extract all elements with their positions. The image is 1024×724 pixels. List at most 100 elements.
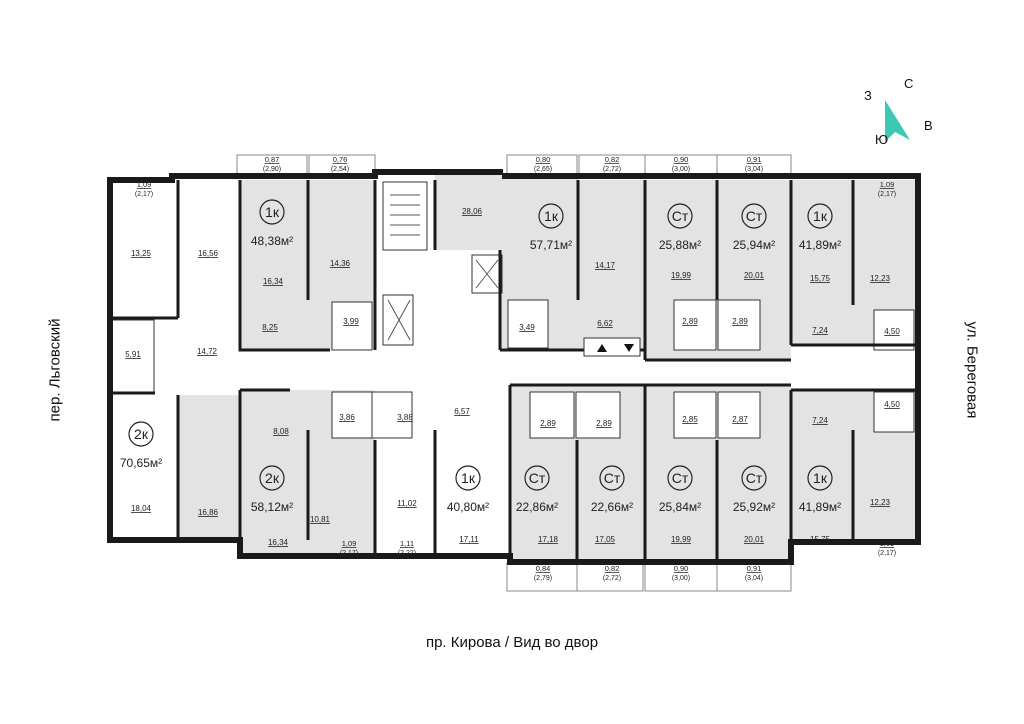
room-area: 2,89 [540, 419, 556, 428]
room-area: 20,01 [744, 535, 765, 544]
apartment-type: 1к [461, 470, 476, 486]
room-area: 3,86 [339, 413, 355, 422]
apartment-area: 25,94м² [733, 238, 775, 252]
room-area: 3,49 [519, 323, 535, 332]
room-area: 17,18 [538, 535, 559, 544]
room-area: 8,08 [273, 427, 289, 436]
apartment-type: Ст [746, 470, 763, 486]
apartment-type-badge [599, 465, 625, 491]
wall [240, 348, 290, 392]
room-area: 7,24 [812, 416, 828, 425]
balcony-area: 0,90 [674, 155, 689, 164]
apartment-area: 48,38м² [251, 234, 293, 248]
room-area: 10,81 [310, 515, 331, 524]
balcony-area-total: (2,72) [603, 166, 621, 173]
apartment-area: 40,80м² [447, 500, 489, 514]
apartment-fill [178, 395, 240, 540]
balcony-area: 0,87 [265, 155, 280, 164]
arrow-down-icon [624, 344, 634, 352]
balcony-area-total: (3,00) [672, 166, 690, 173]
balcony-area-total: (3,00) [672, 575, 690, 582]
room-area: 16,56 [198, 249, 219, 258]
room-area: 15,75 [810, 535, 831, 544]
balcony-area: 1,09 [880, 180, 895, 189]
balcony-area-total: (2,65) [534, 166, 552, 173]
elevator-cross [475, 259, 499, 289]
room-area: 5,91 [125, 350, 141, 359]
room-area: 16,86 [198, 508, 219, 517]
room-area: 17,11 [459, 535, 479, 544]
street-left-label: пер. Льговский [46, 318, 64, 422]
apartment-area: 57,71м² [530, 238, 572, 252]
bathroom [717, 391, 761, 439]
apartment-type: 2к [265, 470, 280, 486]
apartment-area: 22,66м² [591, 500, 633, 514]
apartment-type: 1к [813, 208, 828, 224]
street-bottom-label: пр. Кирова / Вид во двор [425, 634, 599, 651]
apartment-area: 25,92м² [733, 500, 775, 514]
room-area: 14,36 [330, 259, 351, 268]
room-area: 3,99 [343, 317, 359, 326]
balcony-area: 1,09 [137, 180, 152, 189]
room-area: 20,01 [744, 271, 765, 280]
elevator-cross [387, 299, 411, 341]
bathroom [873, 309, 915, 351]
apartment-type: 1к [813, 470, 828, 486]
room-area: 4,50 [884, 400, 900, 409]
apartment-area: 70,65м² [120, 456, 162, 470]
compass-west: З [864, 88, 872, 103]
apartment-area: 41,89м² [799, 238, 841, 252]
apartment-type-badge [807, 203, 833, 229]
room-area: 7,24 [812, 326, 828, 335]
balcony-area-total: (2,79) [534, 575, 552, 582]
room-area: 2,89 [682, 317, 698, 326]
balcony-area-total: (2,17) [878, 191, 896, 198]
apartment-type-badge [807, 465, 833, 491]
apartment-area: 58,12м² [251, 500, 293, 514]
balcony-area-total: (3,04) [745, 166, 763, 173]
bathroom [673, 391, 717, 439]
bathroom [331, 301, 373, 351]
bathroom [717, 299, 761, 351]
room-area: 14,17 [595, 261, 616, 270]
apartment-type: Ст [672, 208, 689, 224]
apartment-type: Ст [529, 470, 546, 486]
apartment-type: Ст [604, 470, 621, 486]
balcony-area-total: (2,90) [263, 166, 281, 173]
apartment-area: 41,89м² [799, 500, 841, 514]
balcony-area: 0,82 [605, 155, 620, 164]
room-area: 2,89 [732, 317, 748, 326]
apartment-type-badge [667, 465, 693, 491]
apartment-type: Ст [746, 208, 763, 224]
arrow-up-icon [597, 344, 607, 352]
balcony-area-total: (2,22) [398, 550, 416, 557]
room-area: 11,02 [397, 499, 417, 508]
room-area: 28,06 [462, 207, 483, 216]
apartment-type-badge [455, 465, 481, 491]
balcony-area: 1,09 [342, 539, 357, 548]
room-area: 16,34 [263, 277, 284, 286]
apartment-fill [435, 175, 578, 250]
balcony-area-total: (3,04) [745, 575, 763, 582]
bathroom [673, 299, 717, 351]
balcony-area-total: (2,17) [340, 550, 358, 557]
room-area: 19,99 [671, 271, 692, 280]
apartment-type-badge [259, 465, 285, 491]
balcony-area: 0,91 [747, 564, 762, 573]
bathroom [575, 391, 621, 439]
apartment-type-badge [524, 465, 550, 491]
staircase [382, 181, 428, 251]
apartment-type-badge [259, 199, 285, 225]
bathroom [529, 391, 575, 439]
balcony-area-total: (2,17) [135, 191, 153, 198]
apartment-type: 2к [134, 426, 149, 442]
wall [169, 173, 378, 183]
balcony-area: 0,80 [536, 155, 551, 164]
room-area: 8,25 [262, 323, 278, 332]
room-area: 2,87 [732, 415, 748, 424]
balcony-area: 0,84 [536, 564, 551, 573]
balcony-area: 1,11 [400, 539, 414, 548]
room-area: 12,23 [870, 498, 891, 507]
room-area: 13,25 [131, 249, 152, 258]
